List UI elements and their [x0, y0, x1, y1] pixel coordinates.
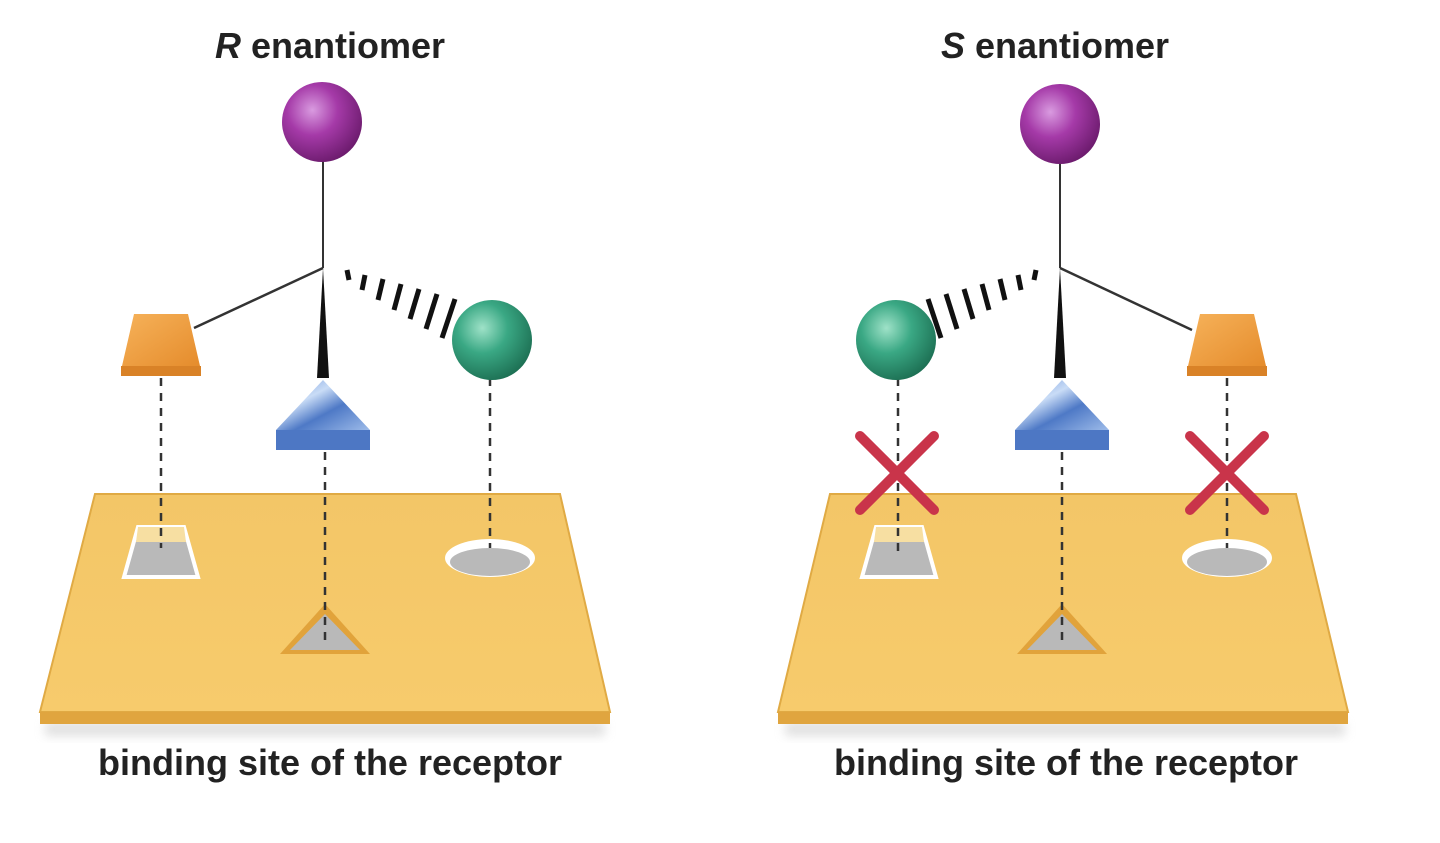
hashed-bond-r — [344, 269, 458, 339]
orange-group-s — [1187, 314, 1267, 376]
green-group-s — [856, 300, 936, 380]
panel-s-caption: binding site of the receptor — [834, 742, 1298, 783]
wedge-bond-s — [1054, 268, 1066, 378]
green-group-r — [452, 300, 532, 380]
panel-r-title: R enantiomer — [215, 25, 445, 66]
receptor-site-sphere-s — [1182, 539, 1272, 577]
panel-r-title-letter: R — [215, 25, 241, 66]
blue-group-s — [1015, 380, 1109, 450]
mismatch-x-icon — [855, 431, 939, 515]
mismatch-x-icon — [1185, 431, 1269, 515]
receptor-site-sphere-r — [445, 539, 535, 577]
panel-s-title-rest: enantiomer — [965, 25, 1169, 66]
panel-r-enantiomer: R enantiomer — [38, 25, 612, 783]
alignment-lines-s — [896, 378, 1229, 640]
blue-group-r — [276, 380, 370, 450]
alignment-lines-r — [159, 378, 492, 640]
panel-r-caption: binding site of the receptor — [98, 742, 562, 783]
panel-s-enantiomer: S enantiomer — [776, 25, 1350, 783]
wedge-bond-r — [317, 268, 329, 378]
hashed-bond-s — [925, 269, 1039, 339]
panel-s-title-letter: S — [941, 25, 965, 66]
panel-r-title-rest: enantiomer — [241, 25, 445, 66]
receptor-site-trapezoid-s — [859, 525, 939, 579]
purple-group-r — [282, 82, 362, 162]
bond-orange-r — [193, 266, 324, 330]
bond-orange-s — [1059, 266, 1193, 332]
panel-s-title: S enantiomer — [941, 25, 1169, 66]
purple-group-s — [1020, 84, 1100, 164]
orange-group-r — [121, 314, 201, 376]
